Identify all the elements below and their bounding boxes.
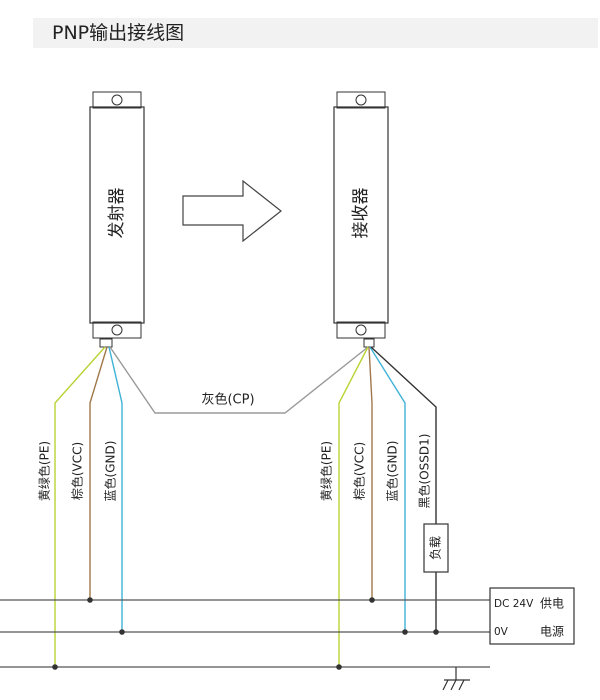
power-label-top: 供电 <box>540 597 564 611</box>
mount-hole-icon <box>111 94 123 106</box>
page-title: PNP输出接线图 <box>33 18 598 48</box>
cable-gland <box>363 338 375 348</box>
load-label: 负载 <box>429 536 443 560</box>
emitter-label: 发射器 <box>107 188 127 239</box>
emitter-pe-label: 黄绿色(PE) <box>37 441 52 501</box>
mount-hole-icon <box>355 94 367 106</box>
load-box <box>423 523 449 573</box>
gray-cp-wire <box>109 346 369 414</box>
receiver-pe-label: 黄绿色(PE) <box>319 441 334 501</box>
receiver-wire-vcc <box>368 346 373 600</box>
receiver-wire-gnd <box>369 346 406 632</box>
ground-icon <box>442 667 470 691</box>
power-dc-label: DC 24V <box>494 598 534 610</box>
emitter-wire-vcc <box>89 346 108 600</box>
emitter-vcc-label: 棕色(VCC) <box>70 442 85 500</box>
mount-hole-icon <box>355 324 367 336</box>
cable-gland <box>99 338 113 348</box>
mount-hole-icon <box>111 324 123 336</box>
power-zero-label: 0V <box>494 626 509 638</box>
arrow-right-icon <box>182 179 282 243</box>
receiver-vcc-label: 棕色(VCC) <box>352 442 367 500</box>
emitter-wire-gnd <box>108 346 123 632</box>
receiver-gnd-label: 蓝色(GND) <box>386 441 400 502</box>
receiver-label: 接收器 <box>351 188 371 239</box>
junction-dots <box>52 597 439 670</box>
receiver-wire-pe <box>338 346 369 667</box>
receiver-device: 接收器 <box>333 91 389 348</box>
receiver-ossd-label: 黑色(OSSD1) <box>418 434 432 509</box>
emitter-wire-pe <box>54 346 106 667</box>
power-supply-box <box>489 587 575 645</box>
gray-cp-label: 灰色(CP) <box>201 392 254 408</box>
receiver-wire-ossd <box>370 346 437 524</box>
emitter-device: 发射器 <box>89 91 145 348</box>
power-label-bottom: 电源 <box>540 625 564 639</box>
emitter-gnd-label: 蓝色(GND) <box>104 441 118 502</box>
